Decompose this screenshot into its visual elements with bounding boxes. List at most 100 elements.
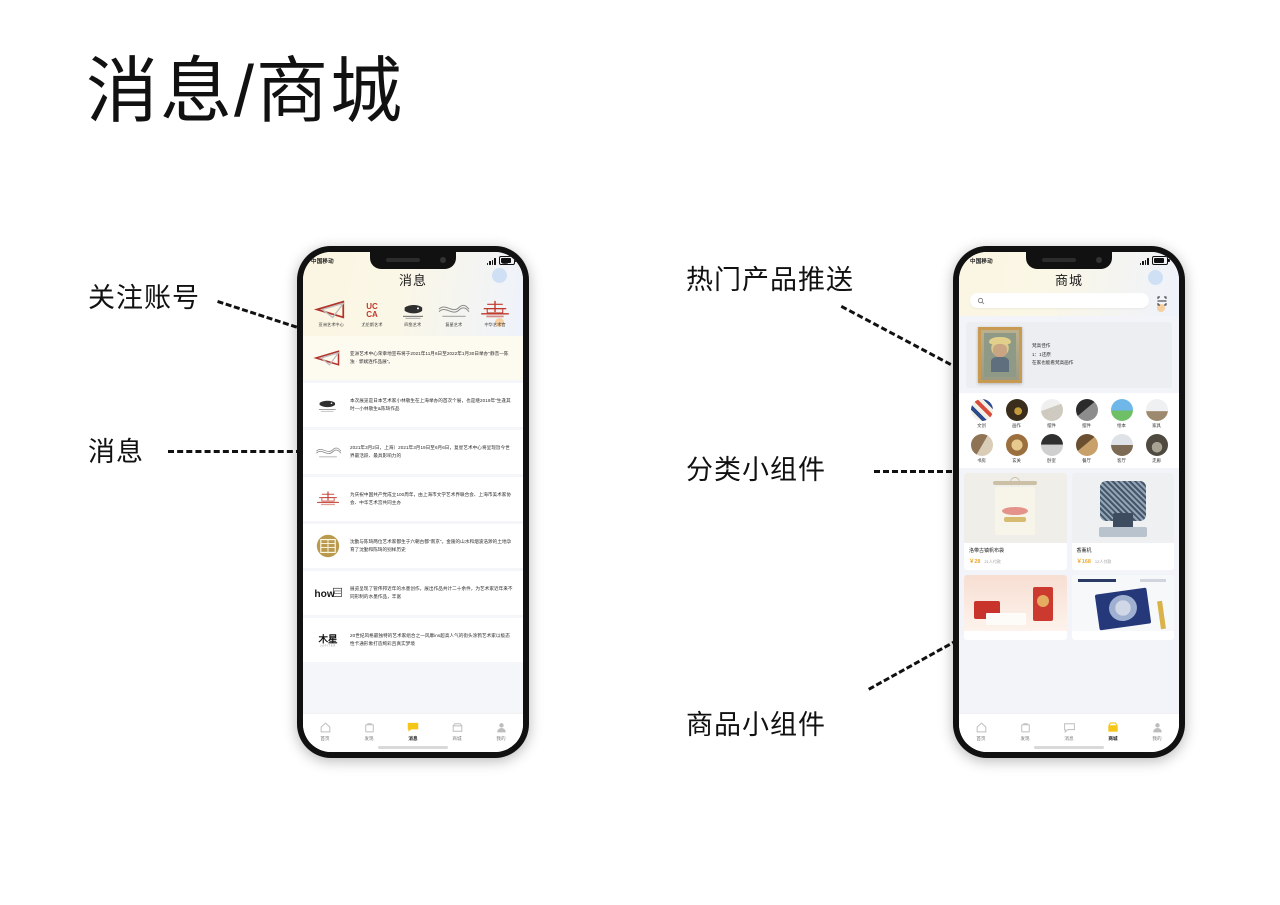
scan-code-icon[interactable] [1156,295,1168,307]
category-item[interactable]: 画作 [1000,399,1033,429]
account-name: 复星艺术 [445,322,463,327]
search-icon [977,297,985,304]
message-row[interactable]: 沈勤与陈琦两位艺术家都生于六朝古都"南京"。金陵的山水和烟波浩渺的土地孕育了沈勤… [303,524,523,568]
banner-line-3: 在家也能看梵高画作 [1032,360,1074,366]
product-card[interactable] [1071,575,1174,640]
category-label: 摆件 [1047,423,1056,428]
phone-shop: 中国移动 商城 [953,246,1185,758]
aroma-diffuser-image [1071,473,1174,543]
category-item[interactable]: 文创 [965,399,998,429]
category-grid[interactable]: 文创 画作 摆件 摆件 绘本 [959,393,1179,468]
product-info [964,631,1067,640]
tab-shop[interactable]: 商城 [1091,720,1135,742]
annotation-messages: 消息 [88,437,144,467]
product-card[interactable]: 香薰机 ￥168 12人付款 [1071,473,1174,570]
product-price: ￥28 [969,559,981,565]
compass-icon [1018,720,1032,734]
tab-label: 商城 [452,736,462,741]
decor-blob-blue [1148,270,1163,285]
svg-text:how: how [314,589,334,600]
tab-shop[interactable]: 商城 [435,720,479,742]
messages-screen: 中国移动 消息 亚洲艺术中心 [303,252,523,752]
category-label: 画作 [1012,423,1021,428]
account-item[interactable]: 亚洲艺术中心 [312,299,350,328]
message-row[interactable]: 2021年3月2日，上海）2021年3月19日至6月6日，复星艺术中心将呈现旨今… [303,430,523,474]
product-card[interactable] [964,575,1067,640]
message-row[interactable]: 本次展览是日本艺术家小林敬生在上海举办的首次个展，也是继2019年"生逢其时—小… [303,383,523,427]
chat-icon [1062,720,1076,734]
nav-title-shop: 商城 [1054,273,1083,288]
seal-logo-icon [313,533,343,559]
promo-banner[interactable]: 梵高佳作 1：1还原 在家也能看梵高画作 [966,322,1172,388]
tab-discover[interactable]: 发现 [1003,720,1047,742]
home-icon [974,720,988,734]
tab-home[interactable]: 首页 [959,720,1003,742]
product-card[interactable]: 洛带古镇帆布袋 ￥28 21人付款 [964,473,1067,570]
product-grid[interactable]: 洛带古镇帆布袋 ￥28 21人付款 香薰机 [959,468,1179,645]
category-item[interactable]: 客厅 [1105,434,1138,464]
ornament-icon [1040,399,1063,421]
category-item[interactable]: 书房 [965,434,998,464]
notch [1026,252,1112,269]
product-info: 洛带古镇帆布袋 ￥28 21人付款 [964,543,1067,570]
message-text: 本次展览是日本艺术家小林敬生在上海举办的首次个展，也是继2019年"生逢其时—小… [350,397,511,411]
status-bar: 中国移动 [303,252,523,269]
category-label: 摆件 [1082,423,1091,428]
tab-bar-shop[interactable]: 首页 发现 消息 商城 我的 [959,713,1179,752]
tab-messages[interactable]: 消息 [391,720,435,742]
product-title: 香薰机 [1076,548,1092,554]
category-label: 文创 [977,423,986,428]
tab-bar-messages[interactable]: 首页 发现 消息 商城 我的 [303,713,523,752]
account-item[interactable]: 中华艺术宫 [476,299,514,328]
svg-text:UC: UC [366,302,378,311]
message-row[interactable]: how 展览呈现了管伟邦近年的水墨创作，展出作品共计二十余件，为艺术家近年来不同… [303,571,523,615]
shop-body[interactable]: 梵高佳作 1：1还原 在家也能看梵高画作 文创 画作 摆件 [959,316,1179,713]
search-row [970,293,1168,308]
tab-discover[interactable]: 发现 [347,720,391,742]
triangle-logo-icon [312,299,350,320]
leader-line-product-widget [868,634,966,691]
tab-home[interactable]: 首页 [303,720,347,742]
tab-label: 首页 [976,736,986,741]
message-text: 沈勤与陈琦两位艺术家都生于六朝古都"南京"。金陵的山水和烟波浩渺的土地孕育了沈勤… [350,538,512,552]
category-label: 餐厅 [1082,458,1091,463]
search-input[interactable] [970,293,1149,308]
tab-profile[interactable]: 我的 [479,720,523,742]
category-item[interactable]: 玄关 [1000,434,1033,464]
page-title: 消息/商城 [86,52,405,132]
entryway-icon [1005,434,1028,456]
category-item[interactable]: 走廊 [1140,434,1173,464]
chinaartmuseum-logo-icon [313,486,343,512]
product-sold-count: 12人付款 [1094,559,1112,564]
category-item[interactable]: 家具 [1140,399,1173,429]
livingroom-icon [1110,434,1133,456]
account-item[interactable]: 四鱼艺术 [394,299,432,328]
canvas-tote-bag-image [964,473,1067,543]
tab-profile[interactable]: 我的 [1135,720,1179,742]
category-label: 卧室 [1047,458,1056,463]
category-item[interactable]: 卧室 [1035,434,1068,464]
product-price: ￥168 [1076,559,1091,565]
wave-logo-icon [435,299,473,320]
tab-label: 我的 [496,736,506,741]
message-list[interactable]: 亚洲艺术中心荣幸地宣布将于2021年11月6日至2022年1月30日举办"静音—… [303,336,523,713]
red-gift-box-set-image [964,575,1067,631]
painting-icon [1005,399,1028,421]
category-item[interactable]: 餐厅 [1070,434,1103,464]
category-label: 家具 [1152,423,1161,428]
account-item[interactable]: 复星艺术 [435,299,473,328]
tab-label: 消息 [1064,736,1074,741]
message-row[interactable]: 为庆祝中国共产党成立100周年，由上海市文学艺术界联合会、上海市美术家协会、中华… [303,477,523,521]
category-item[interactable]: 摆件 [1035,399,1068,429]
annotation-category-widget: 分类小组件 [686,455,826,485]
message-row[interactable]: 亚洲艺术中心荣幸地宣布将于2021年11月6日至2022年1月30日举办"静音—… [303,336,523,380]
tab-messages[interactable]: 消息 [1047,720,1091,742]
account-name: 四鱼艺术 [404,322,422,327]
category-item[interactable]: 摆件 [1070,399,1103,429]
category-item[interactable]: 绘本 [1105,399,1138,429]
bedroom-icon [1040,434,1063,456]
category-label: 客厅 [1117,458,1126,463]
